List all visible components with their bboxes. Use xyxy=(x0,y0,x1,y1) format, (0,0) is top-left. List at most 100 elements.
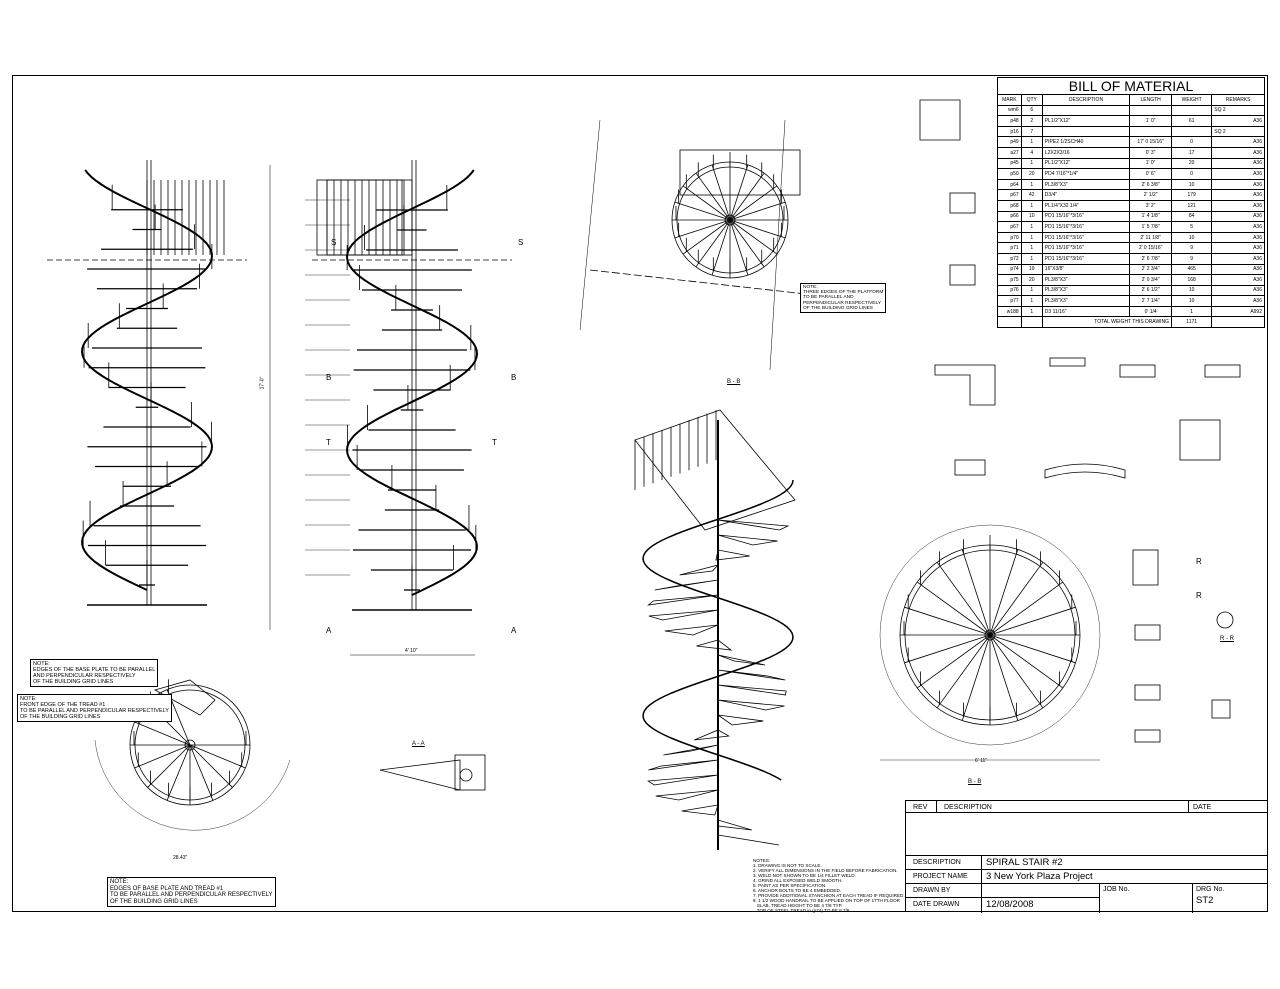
drawn-by-label: DRAWN BY xyxy=(913,887,951,894)
tread-edge xyxy=(729,164,749,221)
divider xyxy=(981,855,982,913)
bom-cell: 1' 0" xyxy=(1129,115,1173,127)
tread xyxy=(717,819,752,831)
bom-cell xyxy=(1041,104,1131,117)
bom-cell: L2X2X3/16 xyxy=(1041,146,1131,159)
divider xyxy=(1192,883,1193,913)
bom-cell: PD1 15/16"*3/16" xyxy=(1041,210,1131,223)
bom-header-remarks: REMARKS xyxy=(1211,94,1265,106)
drawing-number-label: DRG No. xyxy=(1196,886,1225,893)
dimension-arc xyxy=(879,524,1101,746)
bom-cell: 1 xyxy=(1020,136,1043,148)
tread xyxy=(655,789,719,801)
tread-edge xyxy=(936,561,991,636)
bom-cell: 2' 6 7/8" xyxy=(1129,252,1173,265)
bom-cell: PD1 15/16"*3/16" xyxy=(1041,242,1131,254)
platform xyxy=(679,149,801,196)
tread-edge xyxy=(729,219,778,255)
tread xyxy=(681,804,719,816)
bom-cell: 1 xyxy=(1171,305,1213,318)
remark-grade: A36 xyxy=(1253,255,1262,262)
tread-edge xyxy=(695,219,731,268)
bom-cell: 10 xyxy=(1171,231,1213,244)
bom-cell-remarks: A36 xyxy=(1211,189,1265,201)
bom-title: BILL OF MATERIAL xyxy=(997,77,1265,95)
bom-header-length: LENGTH xyxy=(1129,94,1173,106)
bom-cell-remarks: A36 xyxy=(1211,199,1265,212)
tread-edge xyxy=(729,201,786,221)
bom-cell: 1' 0" xyxy=(1129,157,1173,170)
remark-grade: A36 xyxy=(1253,149,1262,156)
note-platform: NOTE: THREE EDGES OF THE PLATFORM TO BE … xyxy=(800,283,887,314)
tread-edge xyxy=(936,634,991,709)
description-header: DESCRIPTION xyxy=(944,804,992,811)
bom-cell: 179 xyxy=(1171,189,1213,201)
detail-angle xyxy=(919,99,961,141)
remark-size: SQ 2 xyxy=(1214,128,1226,135)
bom-cell xyxy=(1171,125,1213,138)
bom-cell xyxy=(1171,104,1213,117)
bom-cell: p67 xyxy=(997,189,1022,201)
tread xyxy=(717,699,785,711)
tread-edge xyxy=(189,744,246,769)
bom-cell: a27 xyxy=(997,146,1022,159)
description-value: SPIRAL STAIR #2 xyxy=(986,857,1063,868)
bom-cell-remarks: A36 xyxy=(1211,295,1265,307)
divider xyxy=(906,897,1099,898)
remark-grade: A36 xyxy=(1253,223,1262,230)
bom-cell: p70 xyxy=(997,231,1022,244)
tread-edge xyxy=(961,549,991,636)
bom-cell: p72 xyxy=(997,252,1022,265)
marker-b-left: B xyxy=(326,373,332,382)
bom-cell: 2' 11 1/8" xyxy=(1129,231,1173,244)
detail-plate xyxy=(949,264,976,286)
bom-cell-remarks: A992 xyxy=(1211,305,1265,318)
bom-cell: PL3/8"X3" xyxy=(1041,178,1131,191)
bom-cell-remarks: A36 xyxy=(1211,263,1265,276)
bom-cell: 42 xyxy=(1020,189,1043,201)
bom-cell: 1 xyxy=(1020,284,1043,297)
tread-edge xyxy=(904,634,991,664)
note-text: NOTE: EDGES OF BASE PLATE AND TREAD #1 T… xyxy=(110,879,273,905)
section-aa-plate xyxy=(454,754,486,791)
bom-cell: PL1/2"X12" xyxy=(1041,115,1131,127)
section-aa-tread xyxy=(379,759,461,791)
bom-cell xyxy=(1129,125,1173,138)
bom-cell: p45 xyxy=(997,157,1022,170)
tread-edge xyxy=(134,744,191,769)
bom-cell: 2' 6 1/2" xyxy=(1129,284,1173,297)
bom-cell: 10 xyxy=(1020,210,1043,223)
bom-cell: 1 xyxy=(1020,242,1043,254)
platform xyxy=(634,409,796,531)
tread xyxy=(679,564,720,576)
detail-bar xyxy=(1049,357,1086,367)
bom-cell: 3' 2" xyxy=(1129,199,1173,212)
marker-s-left: S xyxy=(331,238,337,247)
bom-cell: p48 xyxy=(997,115,1022,127)
marker-b-right: B xyxy=(511,373,517,382)
isometric-view xyxy=(634,409,796,850)
dimension-base-width: 4' 10" xyxy=(405,648,418,654)
bom-cell: 2 xyxy=(1020,115,1043,127)
dimension-line xyxy=(769,119,786,371)
detail-plate xyxy=(1134,624,1161,641)
detail-base-plate xyxy=(1179,419,1221,461)
description-label: DESCRIPTION xyxy=(913,859,961,866)
tread xyxy=(717,519,790,531)
tread xyxy=(717,669,786,681)
marker-t-left: T xyxy=(326,438,331,447)
bom-cell: 16"X3/8" xyxy=(1041,263,1131,276)
tread-edge xyxy=(989,549,1019,636)
tread xyxy=(663,744,719,756)
bom-cell: D3 11/16" xyxy=(1041,305,1131,318)
